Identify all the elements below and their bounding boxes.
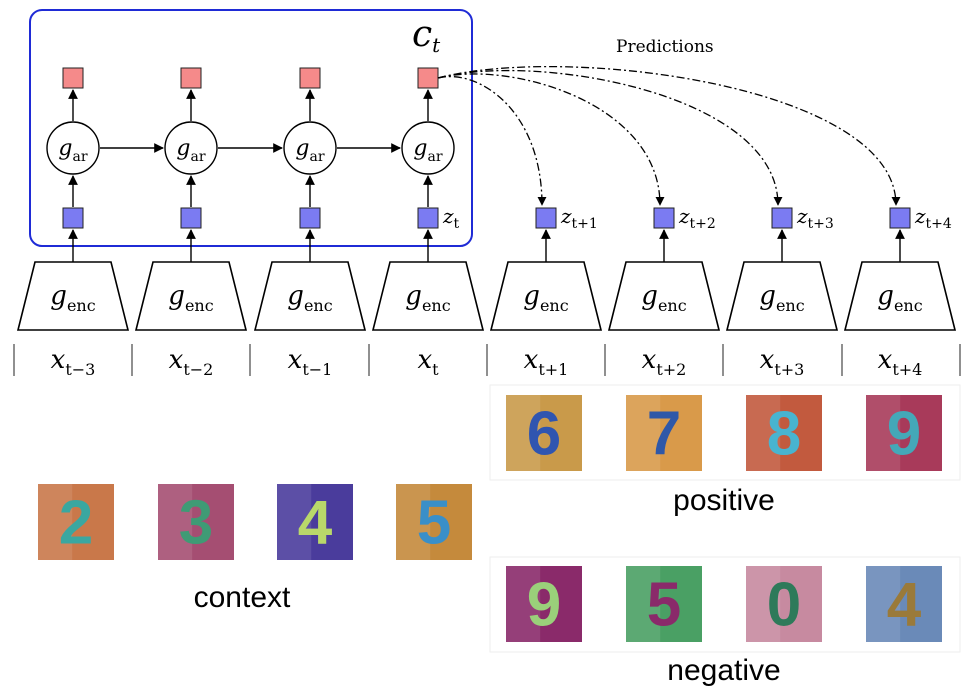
encoder-label: genc (50, 281, 95, 315)
positive-digit-image: 6 (506, 395, 582, 471)
context-output-node (180, 67, 202, 89)
encoder-block (843, 261, 957, 331)
negative-digit-image: 5 (626, 566, 702, 642)
z-node (889, 207, 911, 229)
svg-text:5: 5 (417, 488, 451, 557)
z-node (535, 207, 557, 229)
z-label: zt (442, 204, 460, 232)
z-node (299, 207, 321, 229)
svg-text:4: 4 (887, 570, 922, 639)
svg-text:0: 0 (767, 570, 801, 639)
x-input-label: xt+3 (760, 345, 805, 379)
z-node (62, 207, 84, 229)
x-input-label: xt+1 (524, 345, 569, 379)
context-digit-image: 2 (38, 484, 114, 560)
svg-text:2: 2 (59, 488, 93, 557)
encoder-label: genc (641, 281, 686, 315)
svg-text:5: 5 (647, 570, 681, 639)
encoder-block (16, 261, 130, 331)
context-caption: context (194, 581, 291, 614)
ar-node (46, 121, 100, 175)
encoder-label: genc (759, 281, 804, 315)
z-label: zt+3 (796, 204, 834, 232)
context-output-node (62, 67, 84, 89)
positive-caption: positive (673, 484, 775, 517)
x-input-label: xt−3 (51, 345, 96, 379)
ar-node (401, 121, 455, 175)
encoder-label: genc (523, 281, 568, 315)
x-input-label: xt (417, 345, 439, 379)
svg-text:8: 8 (767, 399, 801, 468)
encoder-label: genc (287, 281, 332, 315)
ar-label: gar (413, 136, 442, 165)
z-node (653, 207, 675, 229)
positive-digit-image: 9 (866, 395, 942, 471)
negative-digit-image: 0 (746, 566, 822, 642)
positive-digit-image: 8 (746, 395, 822, 471)
encoder-block (253, 261, 367, 331)
encoder-block (607, 261, 721, 331)
encoder-block (371, 261, 485, 331)
prediction-arrow (437, 66, 901, 206)
encoder-block (725, 261, 839, 331)
positive-digit-image: 7 (626, 395, 702, 471)
z-label: zt+2 (678, 204, 716, 232)
ar-label: gar (58, 136, 87, 165)
encoder-block (489, 261, 603, 331)
svg-text:9: 9 (887, 399, 921, 468)
context-box (29, 9, 473, 247)
context-vector-label: ct (412, 14, 441, 57)
z-node (771, 207, 793, 229)
svg-text:7: 7 (647, 399, 681, 468)
x-input-label: xt+4 (878, 345, 923, 379)
context-digit-image: 5 (396, 484, 472, 560)
context-digit-image: 3 (158, 484, 234, 560)
ar-node (283, 121, 337, 175)
ar-label: gar (176, 136, 205, 165)
z-node (417, 207, 439, 229)
encoder-block (134, 261, 248, 331)
ar-node (164, 121, 218, 175)
prediction-arrow (437, 69, 783, 206)
x-input-label: xt−1 (288, 345, 333, 379)
encoder-label: genc (405, 281, 450, 315)
x-input-label: xt−2 (169, 345, 214, 379)
context-output-node (299, 67, 321, 89)
z-node (180, 207, 202, 229)
negative-digit-image: 4 (866, 566, 942, 642)
svg-text:4: 4 (298, 488, 333, 557)
negative-digit-image: 9 (506, 566, 582, 642)
encoder-label: genc (168, 281, 213, 315)
svg-text:9: 9 (527, 570, 561, 639)
context-output-node (417, 67, 439, 89)
predictions-label: Predictions (616, 37, 714, 57)
ar-label: gar (295, 136, 324, 165)
svg-text:3: 3 (179, 488, 213, 557)
encoder-label: genc (877, 281, 922, 315)
prediction-arrow (437, 73, 665, 206)
negative-caption: negative (667, 654, 780, 687)
x-input-label: xt+2 (642, 345, 687, 379)
z-label: zt+4 (914, 204, 952, 232)
z-label: zt+1 (560, 204, 598, 232)
context-digit-image: 4 (277, 484, 353, 560)
svg-text:6: 6 (527, 399, 561, 468)
